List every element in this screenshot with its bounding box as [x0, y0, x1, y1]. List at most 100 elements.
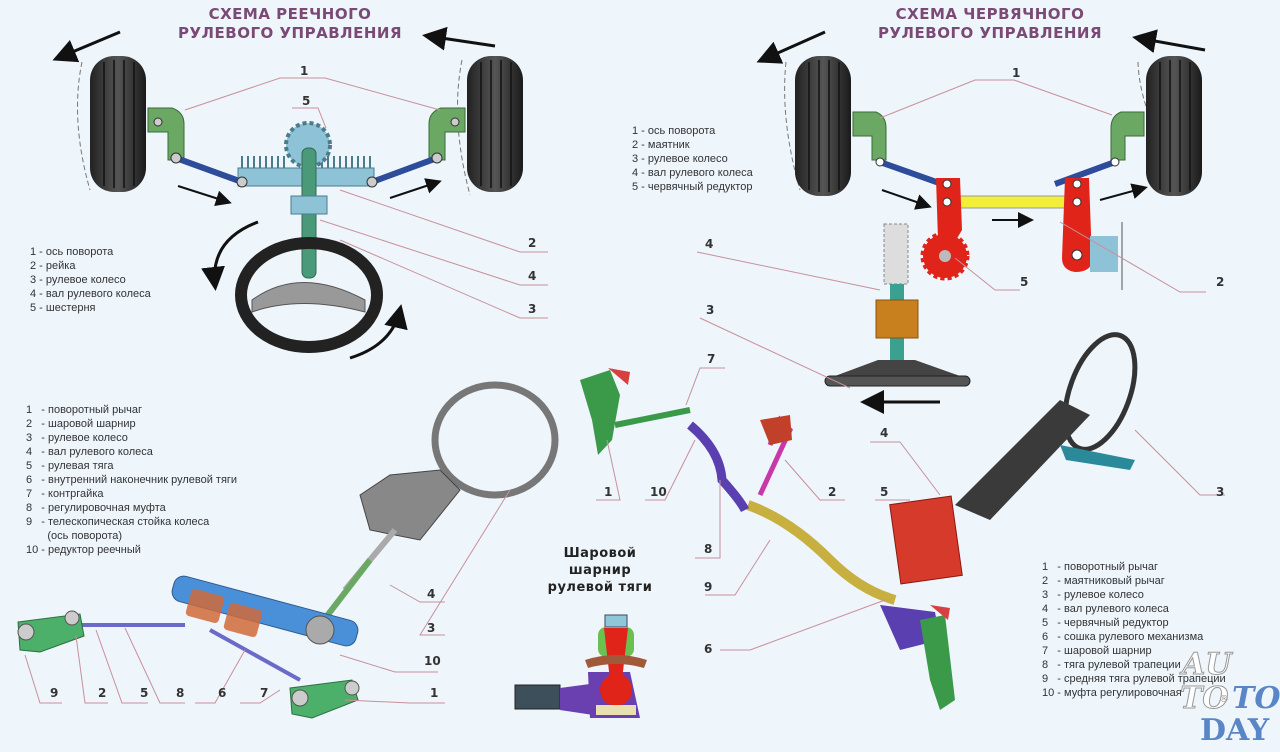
legend-item: 7 - контргайка	[26, 488, 104, 500]
worm-assembly-steering-wheel	[1062, 332, 1138, 452]
callout-number: 4	[880, 426, 889, 440]
ball-joint-drawing	[514, 614, 647, 718]
steering-column-cover	[359, 469, 461, 541]
worm-steering-wheel	[824, 375, 971, 387]
right-wheel	[467, 56, 523, 192]
legend-item: 8 - тяга рулевой трапеции	[1042, 659, 1181, 671]
worm-assembly-legend: 1 - поворотный рычаг 2 - маятниковый рыч…	[1042, 560, 1226, 700]
callout-number: 8	[704, 542, 713, 556]
ball-joint-thread	[514, 684, 561, 710]
legend-item: 4 - вал рулевого колеса	[30, 288, 151, 300]
rack-scheme-legend: 1 - ось поворота 2 - рейка 3 - рулевое к…	[30, 245, 151, 315]
rack-assembly-drawing	[17, 381, 559, 719]
rack-steering-wheel	[235, 237, 383, 353]
callout-number: 1	[1012, 66, 1021, 80]
legend-item: 3 - рулевое колесо	[1042, 589, 1144, 601]
legend-item: 4 - вал рулевого колеса	[1042, 603, 1169, 615]
legend-item: 5 - шестерня	[30, 302, 96, 314]
legend-item: 5 - червячный редуктор	[1042, 617, 1169, 629]
worm-scheme-legend: 1 - ось поворота 2 - маятник 3 - рулевое…	[632, 124, 753, 194]
callout-number: 1	[430, 686, 439, 700]
assembly-steering-wheel	[431, 381, 559, 499]
pinion-gear	[284, 121, 332, 169]
ball-joint-ball	[600, 674, 632, 706]
legend-item: 6 - сошка рулевого механизма	[1042, 631, 1204, 643]
arrow-left-top	[52, 30, 121, 63]
left-wheel	[90, 56, 146, 192]
worm-right-wheel	[1146, 56, 1202, 196]
callout-number: 10	[650, 485, 667, 499]
legend-item: 10 - муфта регулировочная	[1042, 687, 1182, 699]
column-bushing	[875, 299, 919, 339]
ball-joint-title-line1: Шаровой	[563, 546, 637, 561]
callout-number: 5	[140, 686, 149, 700]
callout-number: 1	[604, 485, 613, 499]
callout-number: 8	[176, 686, 185, 700]
callout-number: 3	[1216, 485, 1225, 499]
worm-gearbox	[889, 495, 963, 585]
right-steering-knuckle	[428, 107, 466, 161]
arrow-right-top	[422, 26, 496, 51]
left-steering-knuckle	[147, 107, 185, 161]
worm-steering-column	[955, 400, 1090, 520]
callout-number: 5	[880, 485, 889, 499]
legend-item: 4 - вал рулевого колеса	[632, 167, 753, 179]
legend-item: 5 - рулевая тяга	[26, 460, 114, 472]
ball-joint-title-line2: шарнир	[568, 563, 632, 578]
legend-item: 1 - ось поворота	[632, 125, 716, 137]
callout-number: 5	[302, 94, 311, 108]
legend-item: 9 - средняя тяга рулевой трапеции	[1042, 673, 1226, 685]
center-tie-rod	[746, 500, 897, 605]
worm-left-wheel	[795, 56, 851, 196]
legend-item: 8 - регулировочная муфта	[26, 502, 166, 514]
callout-number: 7	[260, 686, 269, 700]
rack-assembly-legend: 1 - поворотный рычаг 2 - шаровой шарнир …	[26, 403, 237, 557]
legend-item: 1 - поворотный рычаг	[1042, 561, 1159, 573]
worm-scheme-drawing	[696, 29, 1206, 414]
legend-item: 4 - вал рулевого колеса	[26, 446, 153, 458]
callout-number: 3	[706, 303, 715, 317]
center-link	[949, 195, 1076, 209]
callout-number: 7	[707, 352, 716, 366]
rack-scheme-drawing	[52, 26, 548, 360]
callout-number: 2	[98, 686, 107, 700]
legend-item: 1 - ось поворота	[30, 246, 114, 258]
watermark-au: AU	[1181, 647, 1232, 682]
legend-item: (ось поворота)	[26, 530, 123, 542]
legend-item: 3 - рулевое колесо	[26, 432, 128, 444]
watermark-day: DAY	[1200, 713, 1270, 748]
worm-spring	[883, 223, 909, 285]
callout-number: 4	[528, 269, 537, 283]
callout-number: 4	[427, 587, 436, 601]
legend-item: 3 - рулевое колесо	[30, 274, 126, 286]
legend-item: 2 - шаровой шарнир	[26, 418, 136, 430]
watermark-to-outline: TO	[1179, 681, 1229, 716]
legend-item: 6 - внутренний наконечник рулевой тяги	[26, 474, 238, 486]
right-steering-arm	[289, 679, 359, 719]
callout-number: 2	[828, 485, 837, 499]
callout-number: 2	[528, 236, 537, 250]
ball-joint-title-line3: рулевой тяги	[547, 580, 653, 595]
idler-arm	[1062, 178, 1092, 272]
callout-number: 10	[424, 654, 441, 668]
callout-number: 1	[300, 64, 309, 78]
callout-number: 6	[218, 686, 227, 700]
rack-title-line2: РУЛЕВОГО УПРАВЛЕНИЯ	[178, 24, 402, 42]
legend-item: 10 - редуктор реечный	[26, 544, 141, 556]
rack-title-line1: СХЕМА РЕЕЧНОГО	[208, 5, 372, 23]
legend-item: 2 - маятниковый рычаг	[1042, 575, 1165, 587]
callout-number: 3	[427, 621, 436, 635]
watermark-registered: ®	[1219, 694, 1229, 705]
callout-number: 2	[1216, 275, 1225, 289]
legend-item: 3 - рулевое колесо	[632, 153, 728, 165]
callout-number: 9	[704, 580, 713, 594]
ball-joint-title: Шаровой шарнир рулевой тяги	[540, 545, 660, 596]
callout-number: 5	[1020, 275, 1029, 289]
worm-title-line1: СХЕМА ЧЕРВЯЧНОГО	[895, 5, 1085, 23]
legend-item: 7 - шаровой шарнир	[1042, 645, 1152, 657]
worm-scheme-title: СХЕМА ЧЕРВЯЧНОГО РУЛЕВОГО УПРАВЛЕНИЯ	[840, 5, 1140, 43]
callout-number: 3	[528, 302, 537, 316]
legend-item: 2 - рейка	[30, 260, 76, 272]
rack-scheme-title: СХЕМА РЕЕЧНОГО РУЛЕВОГО УПРАВЛЕНИЯ	[140, 5, 440, 43]
